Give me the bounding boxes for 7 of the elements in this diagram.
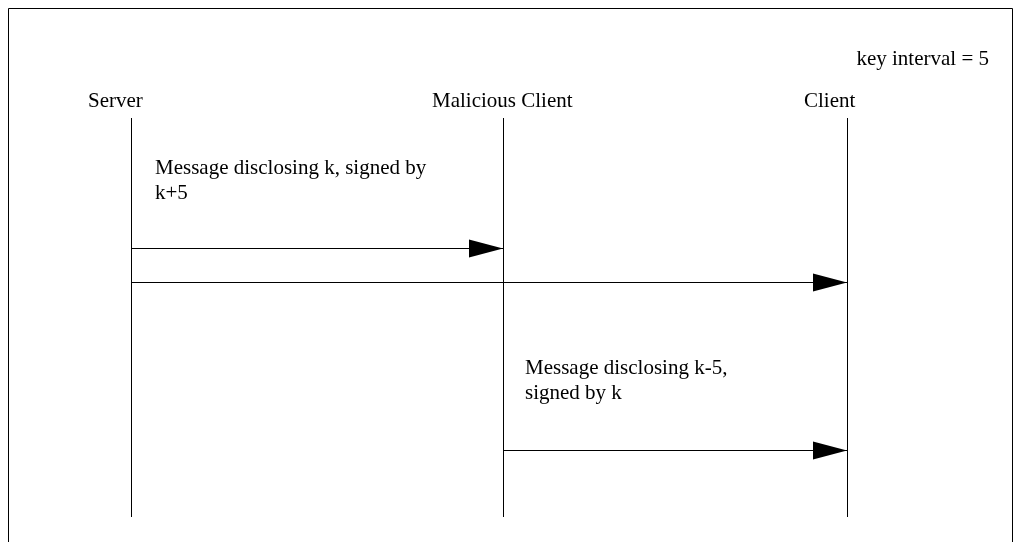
note-text: key interval = 5 <box>856 46 989 70</box>
participant-name: Client <box>804 88 856 112</box>
message-arrow <box>503 441 848 460</box>
participant-name: Server <box>88 88 143 112</box>
message-arrow <box>131 239 504 258</box>
participant-name: Malicious Client <box>432 88 573 112</box>
message-arrow <box>131 273 848 292</box>
